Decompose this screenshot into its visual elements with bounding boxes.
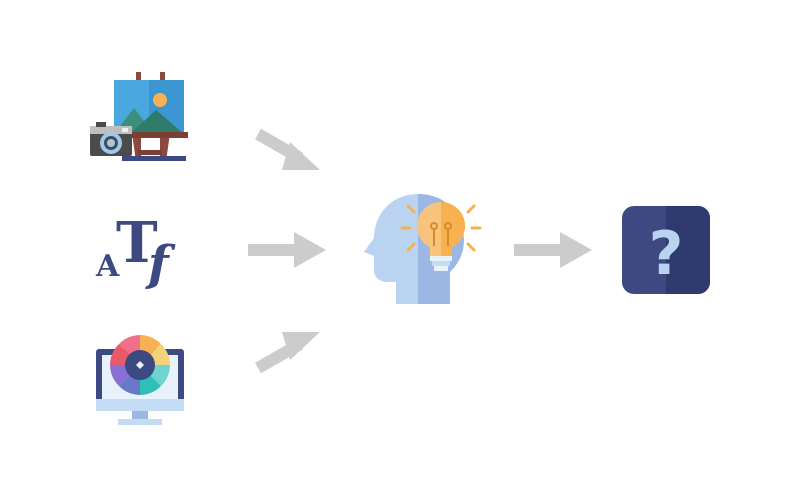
arrow-input-1-to-process [255, 128, 320, 170]
image-easel-camera-icon [90, 72, 188, 161]
typography-letter-f: f [145, 236, 176, 290]
typography-icon: A T f [95, 210, 176, 290]
arrow-input-2-to-process [248, 232, 326, 268]
typography-letter-t: T [116, 210, 158, 276]
question-mark-icon: ? [622, 206, 710, 294]
arrow-input-3-to-process [255, 332, 320, 374]
question-mark-glyph: ? [649, 219, 684, 289]
head-lightbulb-icon [364, 194, 482, 304]
arrow-process-to-output [514, 232, 592, 268]
typography-letter-a: A [95, 249, 120, 284]
color-wheel-monitor-icon [96, 335, 184, 425]
